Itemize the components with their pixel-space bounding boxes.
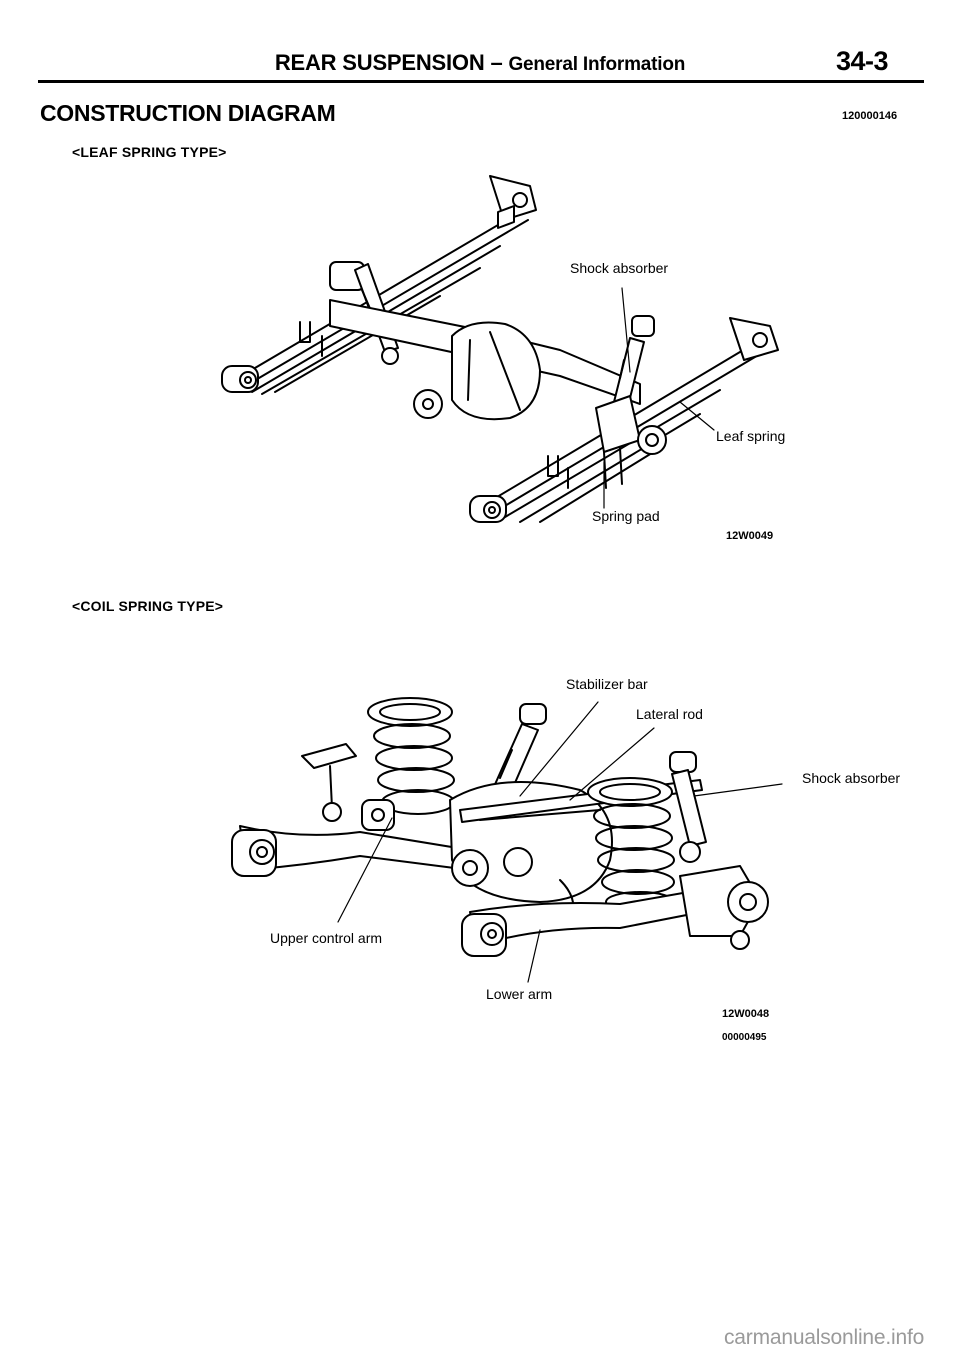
header-separator: – — [490, 50, 503, 75]
spring-pad — [595, 395, 667, 489]
leader-upper-control-arm — [337, 817, 393, 923]
callout-upper-control-arm: Upper control arm — [270, 930, 383, 946]
leader-lower-arm — [527, 929, 541, 983]
coil-spring-diagram — [231, 697, 783, 983]
leaf-spring-diagram — [221, 175, 779, 523]
callout-stabilizer-bar: Stabilizer bar — [566, 676, 648, 692]
callout-coil-shock-absorber: Shock absorber — [802, 770, 901, 786]
page-number: 34-3 — [836, 46, 889, 76]
leaf-spring-type-label: <LEAF SPRING TYPE> — [72, 144, 227, 160]
right-coil-spring — [587, 777, 675, 913]
section-title: CONSTRUCTION DIAGRAM — [40, 100, 336, 126]
axle-housing — [329, 299, 641, 421]
wheel-hub — [679, 865, 769, 950]
watermark: carmanualsonline.info — [724, 1326, 925, 1349]
upper-arm-bolt — [371, 808, 385, 822]
header-subtitle: General Information — [508, 54, 686, 75]
right-leaf-spring — [469, 317, 779, 523]
document-code: 00000495 — [722, 1032, 767, 1043]
leader-stabilizer-bar — [519, 701, 599, 797]
coil-right-shock-absorber — [669, 751, 707, 863]
callout-lower-arm: Lower arm — [486, 986, 553, 1002]
coil-spring-type-label: <COIL SPRING TYPE> — [72, 598, 224, 614]
left-coil-spring — [367, 697, 455, 815]
leader-coil-shock-absorber — [693, 783, 783, 797]
leader-lateral-rod — [569, 727, 655, 801]
right-lower-arm — [461, 889, 703, 957]
stabilizer-link — [301, 743, 357, 822]
leader-leaf-spring — [679, 401, 715, 431]
header-divider — [38, 80, 924, 83]
callout-shock-absorber: Shock absorber — [570, 260, 669, 276]
callout-lateral-rod: Lateral rod — [636, 706, 703, 722]
page-header-title: REAR SUSPENSION – General Information — [0, 50, 960, 76]
header-main-title: REAR SUSPENSION — [274, 50, 485, 75]
leader-shock-absorber — [621, 287, 631, 373]
leaf-figure-code: 12W0049 — [726, 530, 774, 542]
upper-arm-bushing — [361, 799, 395, 831]
section-code: 120000146 — [842, 110, 898, 122]
left-lower-arm — [231, 825, 471, 877]
coil-figure-code: 12W0048 — [722, 1008, 770, 1020]
callout-leaf-spring: Leaf spring — [716, 428, 786, 444]
callout-spring-pad: Spring pad — [592, 508, 660, 524]
